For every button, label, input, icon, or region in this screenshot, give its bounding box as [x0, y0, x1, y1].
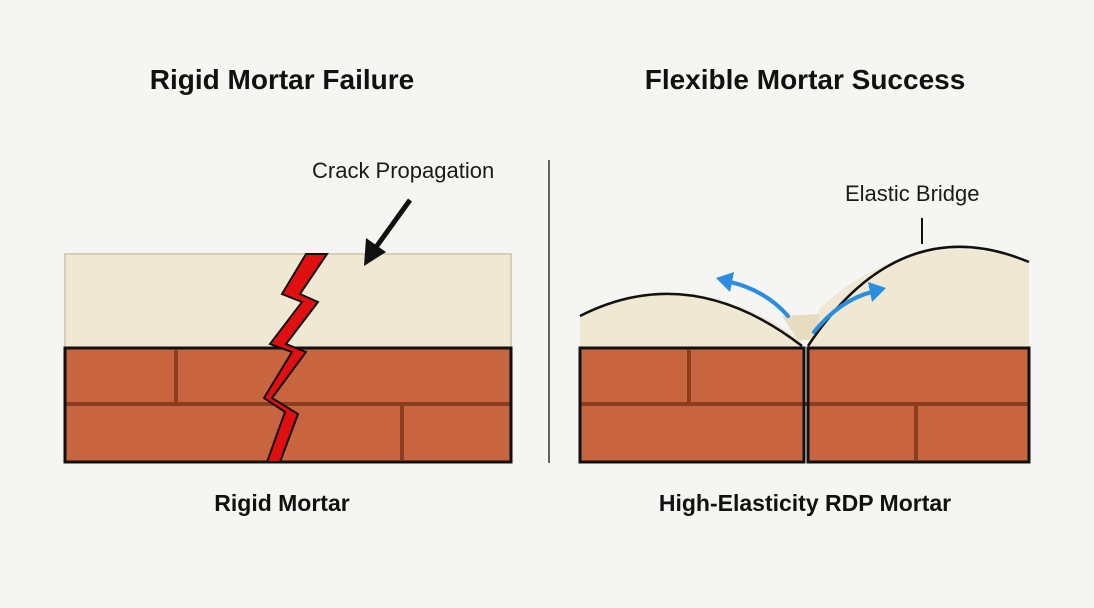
flexible-mortar-left-outline — [579, 292, 803, 347]
rigid-brick-joints — [65, 350, 511, 460]
elastic-arrows — [728, 280, 874, 334]
left-panel-caption: Rigid Mortar — [214, 490, 350, 516]
flexible-brick-outline-left — [578, 346, 806, 464]
elastic-arrow-right — [812, 290, 874, 334]
flexible-brick-outline-right — [806, 346, 1031, 464]
elastic-arrowhead-right — [868, 282, 886, 302]
crack-shape — [262, 253, 329, 463]
elastic-arrowhead-left — [716, 272, 734, 292]
flexible-mortar-right — [808, 249, 1029, 348]
flexible-wall — [578, 245, 1031, 464]
rigid-wall — [63, 253, 513, 464]
flexible-mortar-left — [580, 292, 804, 348]
elastic-arrow-left — [728, 280, 790, 318]
right-panel-caption: High-Elasticity RDP Mortar — [658, 490, 952, 516]
left-panel-title: Rigid Mortar Failure — [149, 64, 415, 95]
crack-propagation-label: Crack Propagation — [312, 158, 495, 183]
elastic-bridge-gap — [782, 314, 820, 340]
crack-pointer-arrow — [364, 198, 413, 266]
right-panel-title: Flexible Mortar Success — [644, 64, 966, 95]
elastic-bridge-label: Elastic Bridge — [845, 181, 980, 206]
